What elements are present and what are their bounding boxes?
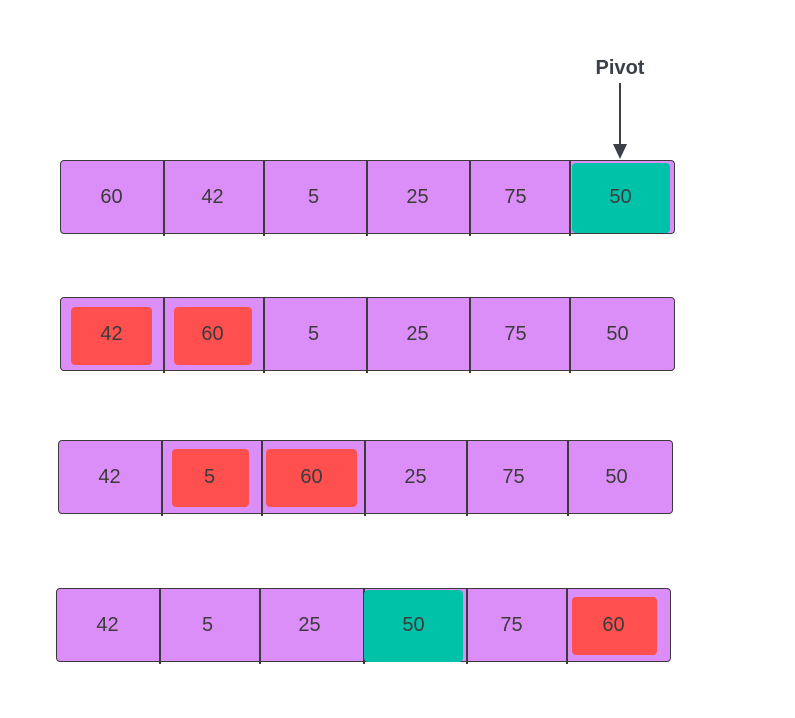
cell-value: 5 bbox=[307, 185, 320, 208]
swap-highlight bbox=[173, 306, 252, 365]
cell-divider bbox=[569, 160, 571, 236]
cell-value: 25 bbox=[404, 465, 427, 488]
cell-divider bbox=[567, 440, 569, 516]
cell-divider bbox=[466, 588, 468, 664]
pivot-label: Pivot bbox=[595, 57, 645, 79]
cell-divider bbox=[469, 297, 471, 373]
cell-value: 75 bbox=[500, 613, 523, 636]
cell-value: 5 bbox=[201, 613, 214, 636]
array-row-1: 60 42 5 25 75 50 bbox=[60, 160, 675, 236]
cell-divider bbox=[566, 588, 568, 664]
cell-value: 50 bbox=[609, 185, 632, 208]
swap-highlight bbox=[571, 596, 657, 655]
cell-value: 50 bbox=[606, 322, 629, 345]
cell-divider bbox=[263, 297, 265, 373]
cell-value: 42 bbox=[98, 465, 121, 488]
cell-value: 42 bbox=[100, 322, 123, 345]
pivot-arrow-line bbox=[619, 83, 621, 147]
cell-divider bbox=[159, 588, 161, 664]
cell-value: 60 bbox=[201, 322, 224, 345]
cell-value: 50 bbox=[605, 465, 628, 488]
cell-value: 75 bbox=[502, 465, 525, 488]
cell-divider bbox=[364, 440, 366, 516]
cell-value: 5 bbox=[307, 322, 320, 345]
cell-value: 60 bbox=[100, 185, 123, 208]
cell-divider bbox=[366, 160, 368, 236]
swap-highlight bbox=[70, 306, 152, 365]
array-row-3: 42 5 60 25 75 50 bbox=[58, 440, 673, 516]
cell-divider bbox=[163, 297, 165, 373]
cell-divider bbox=[263, 160, 265, 236]
pivot-arrow-head bbox=[613, 144, 627, 159]
cell-divider bbox=[163, 160, 165, 236]
cell-value: 75 bbox=[504, 185, 527, 208]
cell-value: 5 bbox=[203, 465, 216, 488]
cell-value: 50 bbox=[402, 613, 425, 636]
cell-divider bbox=[469, 160, 471, 236]
cell-divider bbox=[569, 297, 571, 373]
cell-value: 25 bbox=[298, 613, 321, 636]
swap-highlight bbox=[171, 448, 249, 507]
swap-highlight bbox=[265, 448, 357, 507]
cell-value: 42 bbox=[96, 613, 119, 636]
cell-divider bbox=[259, 588, 261, 664]
pivot-highlight bbox=[363, 589, 463, 662]
cell-value: 25 bbox=[406, 322, 429, 345]
cell-value: 60 bbox=[300, 465, 323, 488]
pivot-highlight bbox=[571, 162, 670, 233]
cell-divider bbox=[366, 297, 368, 373]
cell-value: 60 bbox=[602, 613, 625, 636]
cell-value: 42 bbox=[201, 185, 224, 208]
array-row-2: 42 60 5 25 75 50 bbox=[60, 297, 675, 373]
array-row-4: 42 5 25 50 75 60 bbox=[56, 588, 671, 664]
cell-divider bbox=[466, 440, 468, 516]
cell-value: 25 bbox=[406, 185, 429, 208]
cell-divider bbox=[161, 440, 163, 516]
cell-value: 75 bbox=[504, 322, 527, 345]
cell-divider bbox=[261, 440, 263, 516]
